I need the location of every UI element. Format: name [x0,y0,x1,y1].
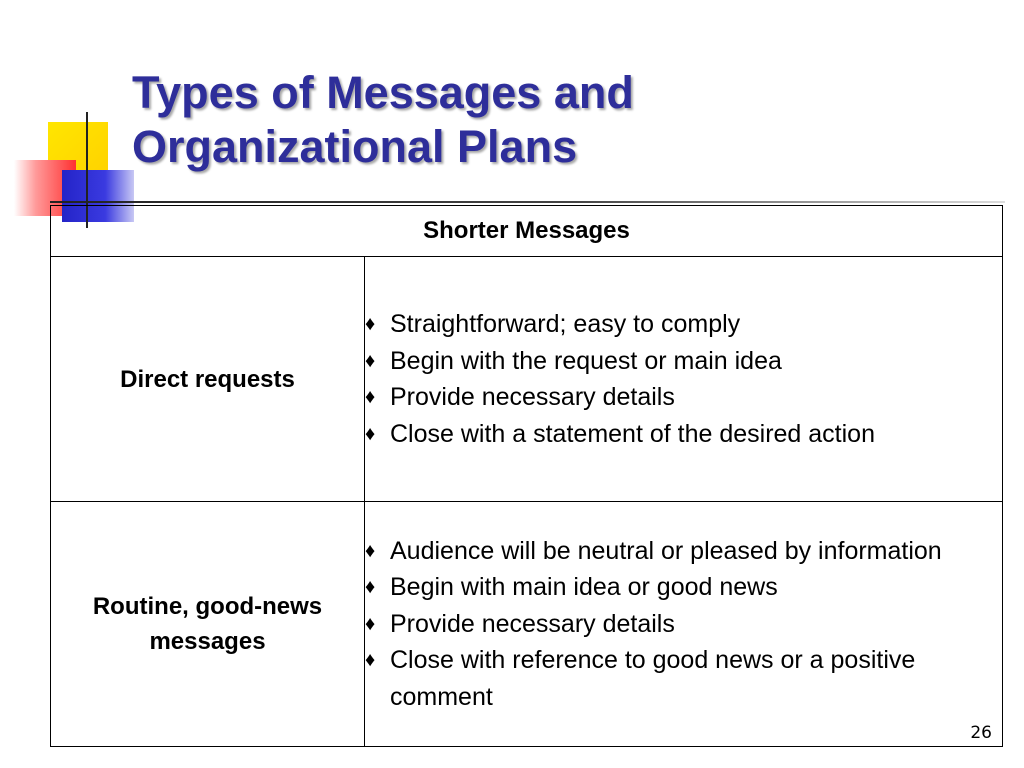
page-number: 26 [970,723,992,743]
diamond-icon: ♦ [365,313,376,335]
plan-list: ♦ Audience will be neutral or pleased by … [365,533,1002,716]
title-divider-line [50,201,1005,203]
list-item: ♦ Straightforward; easy to comply [365,306,1002,343]
table-header-row: Shorter Messages [50,205,1003,257]
list-item-text: Begin with main idea or good news [390,573,778,602]
diamond-icon: ♦ [365,612,376,635]
diamond-icon: ♦ [365,649,376,672]
table-row: Direct requests ♦ Straightforward; easy t… [50,256,1003,502]
list-item: ♦ Close with a statement of the desired a… [365,416,1002,453]
diamond-icon: ♦ [365,386,376,408]
decorative-vertical-line [86,112,88,228]
plan-list: ♦ Straightforward; easy to comply ♦ Begin … [365,306,1002,452]
plan-cell: ♦ Audience will be neutral or pleased by … [364,501,1003,747]
list-item-text: Close with a statement of the desired ac… [390,419,875,448]
message-type-cell: Routine, good-news messages [50,501,365,747]
slide-title: Types of Messages and Organizational Pla… [132,66,634,174]
message-type-cell: Direct requests [50,256,365,502]
list-item-text: Audience will be neutral or pleased by i… [390,536,942,565]
message-type-label-line-1: Routine, good-news [92,593,323,620]
list-item-text: Begin with the request or main idea [390,346,782,375]
list-item: ♦ Close with reference to good news or a … [365,642,1002,715]
messages-table: Shorter Messages Direct requests ♦ Straig… [50,205,1003,747]
diamond-icon: ♦ [365,539,376,562]
diamond-icon: ♦ [365,349,376,372]
table-header: Shorter Messages [50,205,1003,257]
list-item: ♦ Audience will be neutral or pleased by … [365,533,1002,570]
list-item-text: Provide necessary details [390,609,675,638]
table-row: Routine, good-news messages ♦ Audience wi… [50,501,1003,747]
list-item: ♦ Provide necessary details [365,606,1002,643]
message-type-label-line-2: messages [149,628,266,655]
list-item-text: Close with reference to good news or a p… [390,646,916,711]
list-item: ♦ Provide necessary details [365,379,1002,416]
list-item: ♦ Begin with main idea or good news [365,569,1002,606]
slide-title-line-2: Organizational Plans [132,121,578,172]
slide-title-line-1: Types of Messages and [132,67,634,118]
plan-cell: ♦ Straightforward; easy to comply ♦ Begin … [364,256,1003,502]
list-item-text: Provide necessary details [390,383,675,411]
diamond-icon: ♦ [365,576,376,599]
list-item-text: Straightforward; easy to comply [390,310,741,338]
message-type-label: Direct requests [120,365,295,393]
list-item: ♦ Begin with the request or main idea [365,343,1002,380]
diamond-icon: ♦ [365,422,376,445]
